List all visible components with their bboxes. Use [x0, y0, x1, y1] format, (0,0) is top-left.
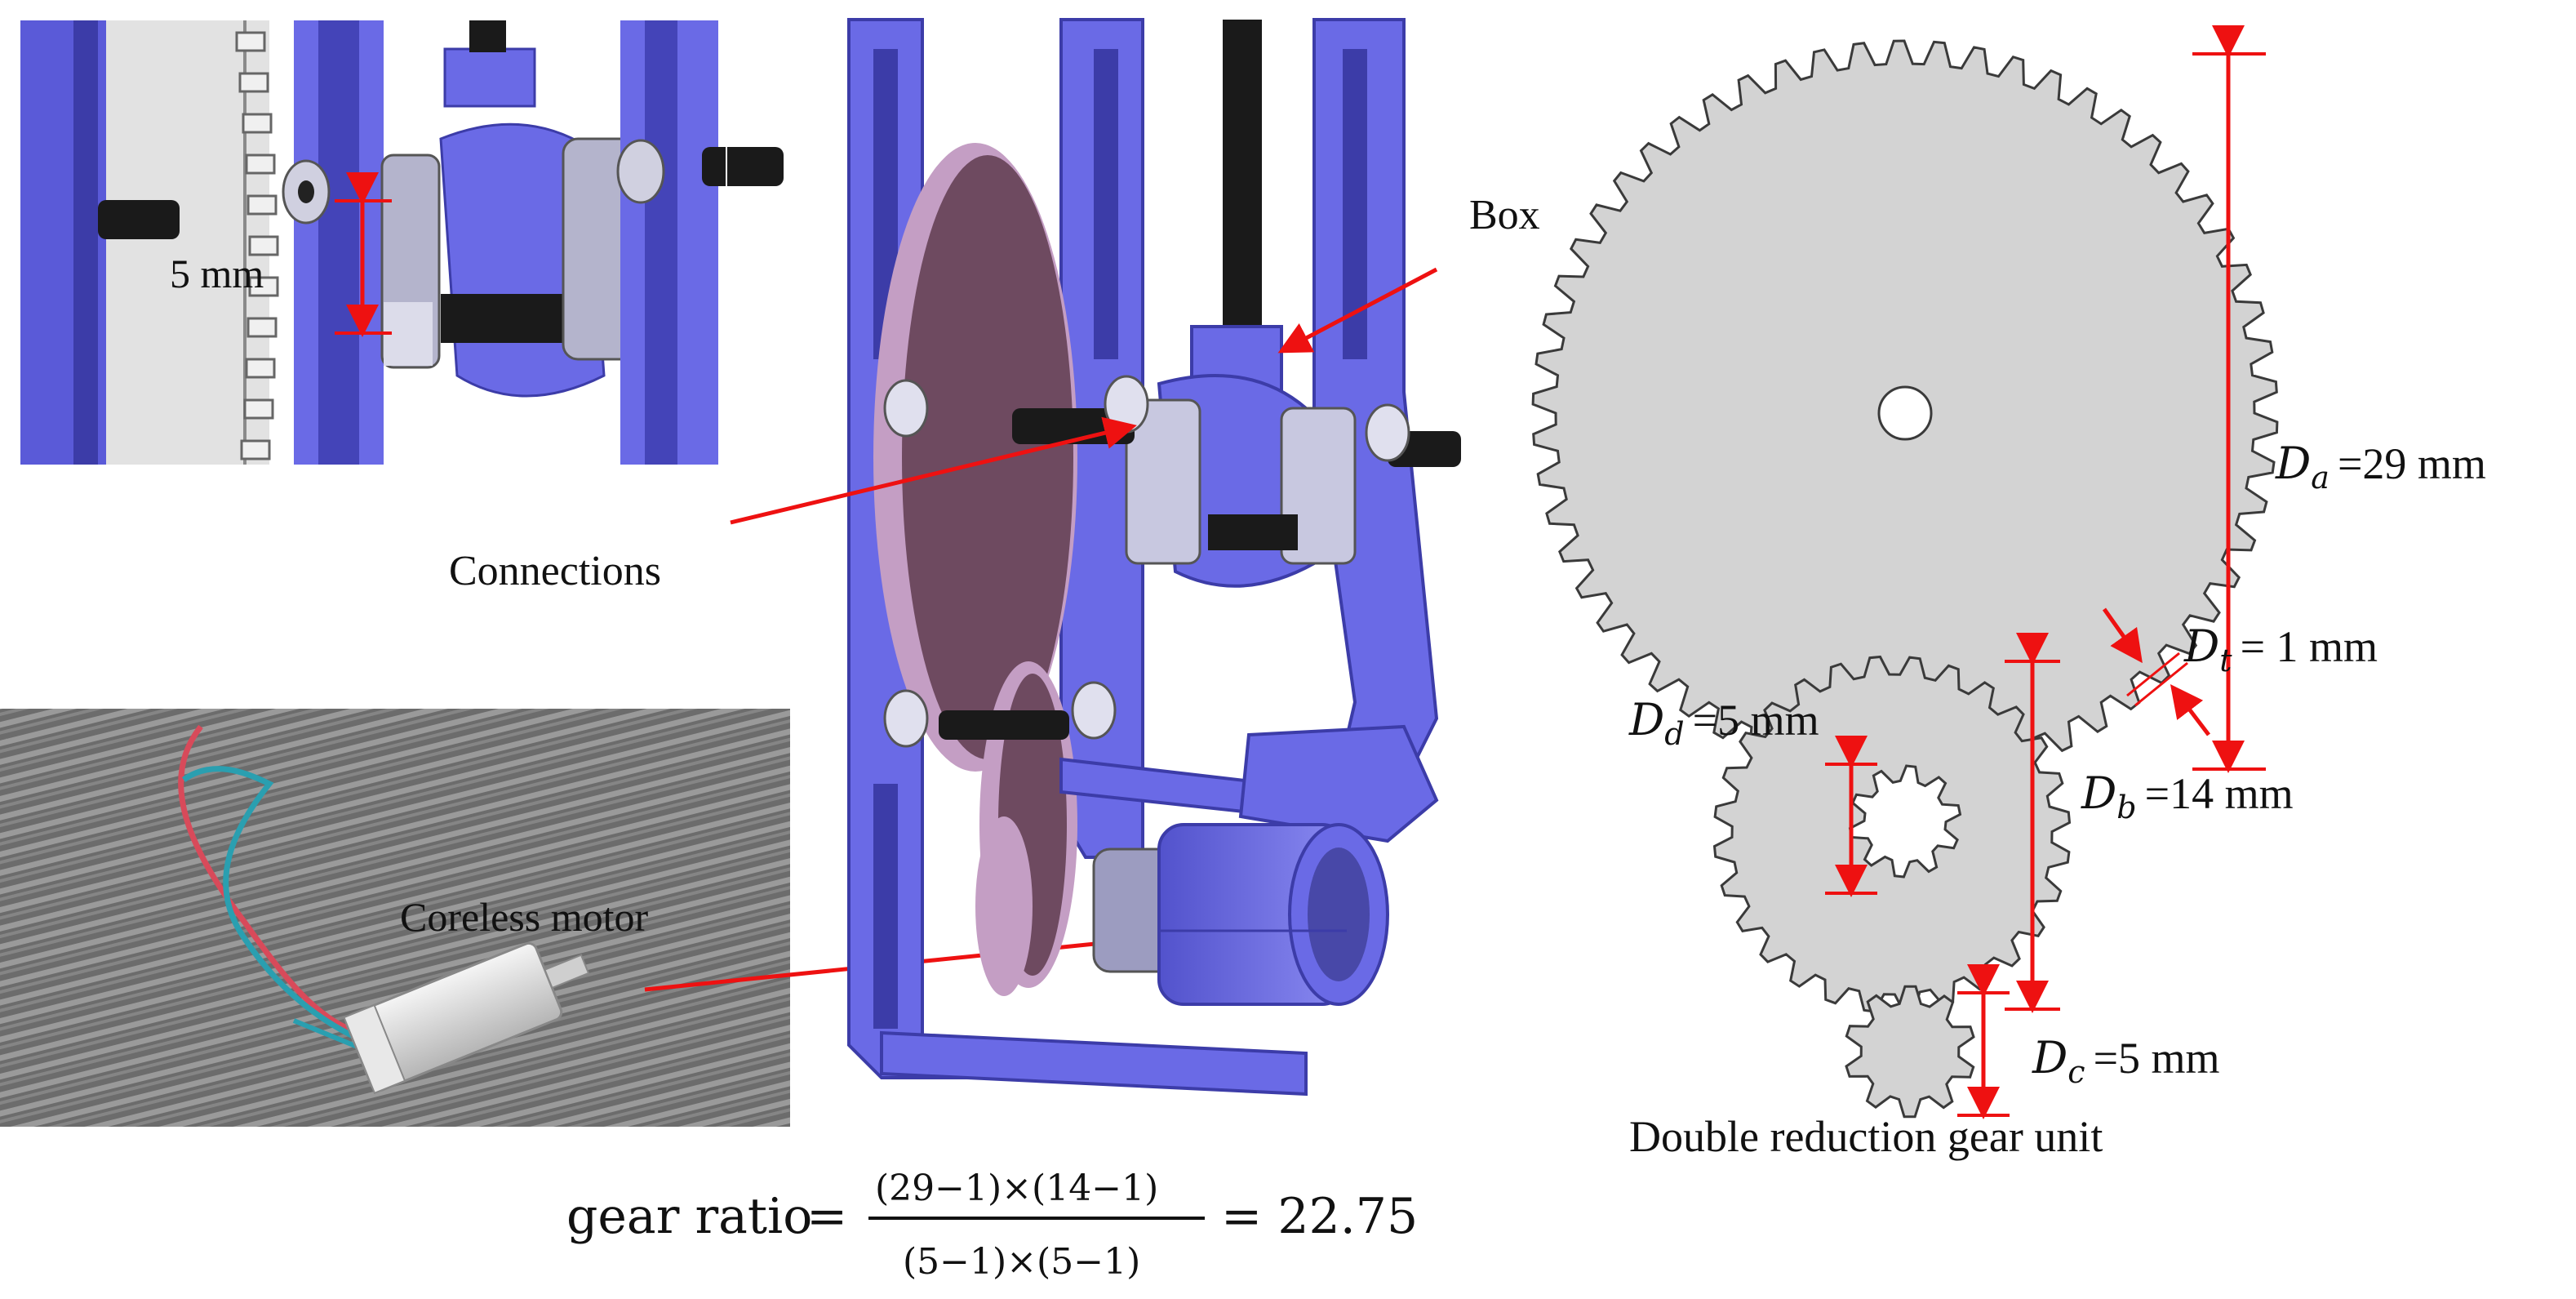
label-dt-symbol: D: [2183, 621, 2219, 672]
gear-c: [1845, 985, 1975, 1119]
cad-motor-housing: [1092, 823, 1389, 1006]
cad-pinion: [975, 816, 1033, 996]
cad-mechanism: [847, 18, 1461, 1097]
label-dc-value: =5 mm: [2094, 1034, 2220, 1083]
label-dt-sub: t: [2219, 643, 2232, 678]
label-dd-symbol: D: [1628, 694, 1664, 745]
label-dc: Dc=5 mm: [2032, 1032, 2220, 1090]
label-dt-value: = 1 mm: [2241, 622, 2378, 671]
connections-label: Connections: [449, 548, 661, 594]
label-dc-sub: c: [2067, 1054, 2085, 1090]
gear-a-bore: [1877, 385, 1933, 441]
label-dc-symbol: D: [2032, 1032, 2067, 1083]
label-dt: Dt = 1 mm: [2183, 621, 2378, 678]
gear-diagram: [1531, 39, 2279, 1119]
label-dd: Dd=5 mm: [1628, 694, 1819, 752]
label-dd-value: =5 mm: [1693, 696, 1819, 745]
label-da-sub: a: [2311, 460, 2330, 496]
cad-large-gear: [873, 143, 1077, 772]
equation-lhs: gear ratio: [566, 1188, 812, 1245]
cad-right-link: [1280, 407, 1357, 565]
dimension-db: [2005, 633, 2060, 1013]
inset-dimension-label: 5 mm: [170, 251, 264, 296]
equation-numerator: (29−1)×(14−1): [875, 1168, 1158, 1209]
motor-photo: [0, 709, 790, 1127]
connections-arrow: [730, 416, 1137, 525]
label-da-value: =29 mm: [2338, 439, 2486, 488]
box-arrow: [1277, 267, 1438, 354]
equation-denominator: (5−1)×(5−1): [903, 1241, 1140, 1283]
label-da: Da=29 mm: [2275, 438, 2486, 496]
dimension-dc: [1957, 964, 2010, 1119]
gear-ratio-equation: gear ratio = (29−1)×(14−1) (5−1)×(5−1) =…: [566, 1168, 1418, 1283]
inset-dimension-marker: [335, 172, 392, 337]
motor-label: Coreless motor: [400, 894, 648, 940]
label-db-symbol: D: [2081, 767, 2116, 819]
label-dd-sub: d: [1664, 716, 1684, 752]
inset-gear-teeth: [235, 31, 279, 460]
equation-equals: =: [806, 1188, 847, 1245]
cad-left-link: [1125, 398, 1201, 565]
dimension-dt: [2102, 607, 2210, 736]
gear-unit-caption: Double reduction gear unit: [1629, 1112, 2103, 1161]
label-db-value: =14 mm: [2145, 769, 2294, 818]
label-db-sub: b: [2116, 790, 2136, 825]
dimension-da: [2192, 25, 2266, 773]
inset-closeup: 5 mm: [19, 19, 784, 466]
dimension-dd: [1825, 736, 1877, 897]
box-label: Box: [1469, 192, 1540, 238]
equation-result: = 22.75: [1221, 1188, 1418, 1245]
label-da-symbol: D: [2275, 438, 2311, 489]
label-db: Db =14 mm: [2081, 767, 2294, 825]
